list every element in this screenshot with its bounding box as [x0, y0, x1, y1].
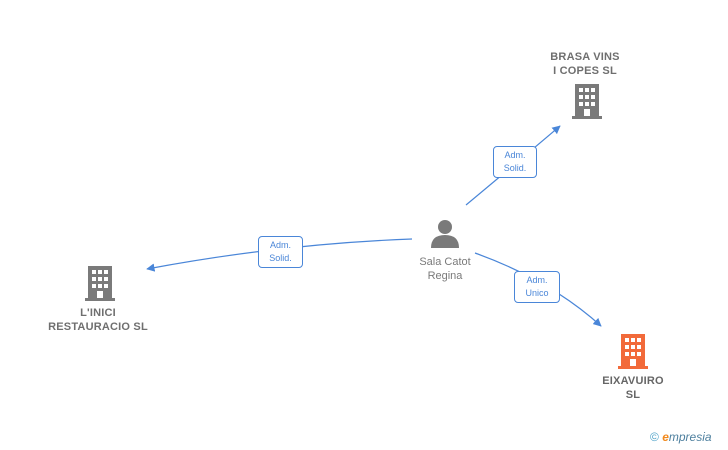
edge-badge-brasa-line2: Solid. [503, 163, 527, 173]
edge-badge-linici-line2: Solid. [269, 253, 292, 263]
edge-badge-linici-line1: Adm. [269, 240, 291, 250]
company-linici-label[interactable]: L'INICI RESTAURACIO SL [38, 306, 158, 334]
edge-badge-eixavuiro-line2: Unico [525, 288, 549, 298]
company-eixavuiro-line2: SL [625, 389, 641, 401]
person-name-line2: Regina [427, 270, 463, 282]
company-linici-line1: L'INICI [80, 307, 116, 319]
company-brasa-line1: BRASA VINS [550, 51, 620, 63]
company-eixavuiro-line1: EIXAVUIRO [602, 375, 664, 387]
building-icon[interactable] [572, 84, 602, 119]
company-brasa-line2: I COPES SL [553, 65, 617, 77]
edge-badge-brasa[interactable]: Adm. Solid. [493, 146, 537, 178]
company-linici-line2: RESTAURACIO SL [48, 321, 148, 333]
person-name[interactable]: Sala Catot Regina [395, 255, 495, 283]
empresia-logo: © empresia [650, 430, 712, 444]
edge-badge-brasa-line1: Adm. [504, 150, 526, 160]
edge-badge-eixavuiro[interactable]: Adm. Unico [514, 271, 560, 303]
company-eixavuiro-label[interactable]: EIXAVUIRO SL [583, 374, 683, 402]
copyright-icon: © [650, 430, 659, 444]
edge-badge-linici[interactable]: Adm. Solid. [258, 236, 303, 268]
company-brasa-label[interactable]: BRASA VINS I COPES SL [530, 50, 640, 78]
person-name-line1: Sala Catot [419, 256, 471, 268]
edge-badge-eixavuiro-line1: Adm. [526, 275, 548, 285]
logo-e-letter: e [662, 430, 669, 444]
person-icon[interactable] [430, 219, 460, 248]
building-icon[interactable] [85, 266, 115, 301]
building-icon[interactable] [618, 334, 648, 369]
logo-wordmark: mpresia [668, 430, 712, 444]
